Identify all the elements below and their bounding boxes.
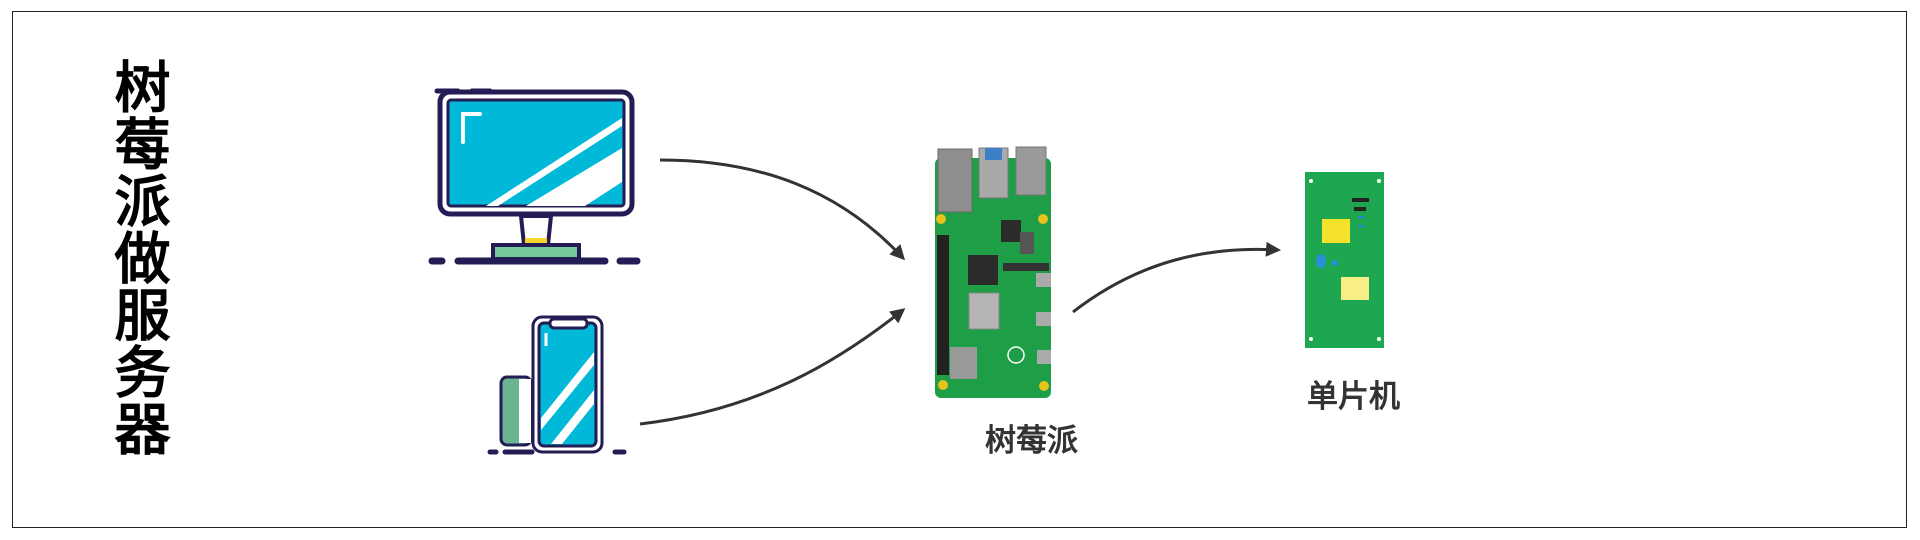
diagram-title: 树莓派做服务器	[105, 58, 170, 457]
arrow-monitor-to-pi	[659, 158, 906, 261]
monitor-icon	[428, 88, 641, 265]
raspberry-pi-board-icon	[935, 146, 1051, 398]
diagram-frame	[12, 11, 1907, 528]
arrow-pi-to-mcu	[1072, 241, 1281, 314]
smartphone-icon	[487, 315, 627, 455]
raspberry-pi-label: 树莓派	[985, 423, 1078, 459]
mcu-label: 单片机	[1307, 379, 1400, 415]
microcontroller-board-icon	[1305, 172, 1384, 348]
arrow-phone-to-pi	[639, 308, 906, 426]
